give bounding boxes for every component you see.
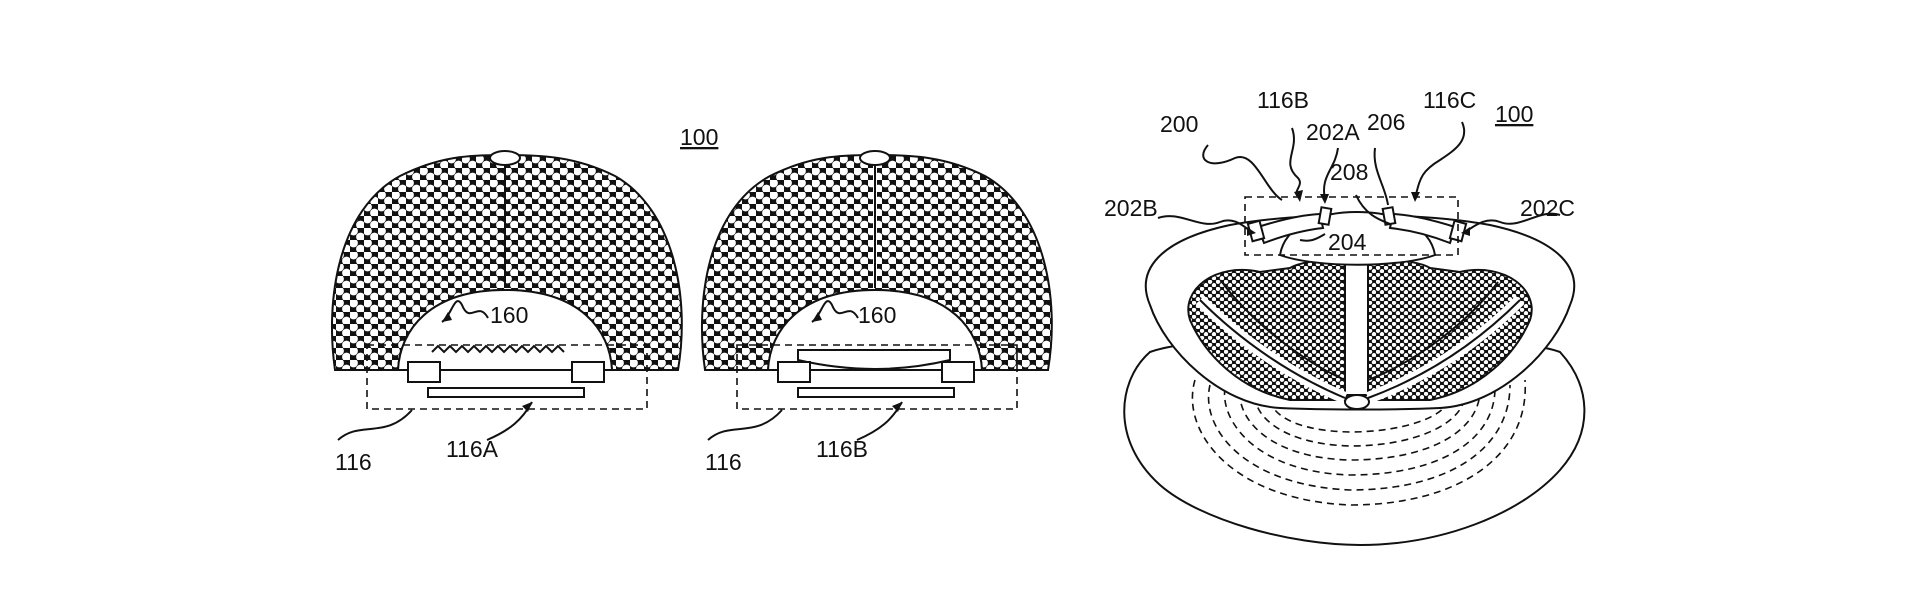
left-strap-end-left: [407, 361, 441, 383]
right-strap-116c: [1388, 212, 1457, 245]
middle-cap-button: [859, 150, 891, 166]
left-leader-116: [337, 409, 413, 441]
left-strap-band: [427, 387, 585, 398]
left-zigzag-closure: [431, 344, 565, 354]
right-ref-numeral: 100: [1495, 101, 1533, 127]
right-leader-200: [1202, 144, 1283, 201]
left-ref-numeral: 100: [680, 124, 718, 150]
left-arrow-160: [442, 312, 452, 322]
left-adjuster-label: 116A: [446, 436, 499, 462]
left-cap-button: [489, 150, 521, 166]
middle-strap-end-right: [941, 361, 975, 383]
left-arrow-116a: [522, 402, 532, 412]
right-cap-button: [1344, 394, 1370, 410]
right-strap-116b: [1256, 212, 1325, 245]
right-leader-202b: [1157, 215, 1253, 233]
label-204: 204: [1328, 229, 1367, 255]
right-arrow-202c: [1461, 227, 1470, 236]
right-leader-202c: [1464, 212, 1561, 233]
right-cap-view: 100 200 116B 202A 206 116C 208 202B 204 …: [1104, 87, 1586, 547]
label-202b: 202B: [1104, 195, 1158, 221]
right-leader-116b: [1289, 127, 1301, 199]
right-leader-204: [1299, 233, 1326, 242]
label-200: 200: [1160, 111, 1198, 137]
right-brim-stitching: [1191, 379, 1526, 506]
right-arrow-202b: [1247, 227, 1256, 236]
right-dashed-region: [1244, 196, 1459, 256]
right-clip-202a: [1317, 206, 1333, 226]
left-cap-view: 100 116 116A 160: [330, 124, 718, 475]
middle-arrow-160: [812, 312, 822, 322]
right-arrow-202a: [1320, 194, 1329, 204]
middle-strap-end-left: [777, 361, 811, 383]
left-leader-160: [441, 300, 489, 323]
right-leader-208: [1355, 194, 1391, 225]
middle-cap-view: 116 116B 160: [700, 150, 1053, 475]
label-208: 208: [1330, 159, 1368, 185]
label-202c: 202C: [1520, 195, 1575, 221]
middle-strap-band: [797, 387, 955, 398]
label-206: 206: [1367, 109, 1405, 135]
middle-dashed-region: [736, 344, 1018, 410]
middle-opening-label: 160: [858, 302, 896, 328]
label-202a: 202A: [1306, 119, 1360, 145]
right-interior-ribs: [1195, 261, 1525, 404]
left-strap-end-right: [571, 361, 605, 383]
middle-leader-160: [811, 300, 859, 323]
middle-adjuster-label: 116B: [816, 436, 868, 462]
middle-arrow-116b: [892, 402, 902, 412]
right-leader-116c: [1414, 121, 1466, 199]
right-arrow-116b: [1294, 190, 1303, 202]
left-strap-label: 116: [335, 449, 372, 475]
left-opening-label: 160: [490, 302, 528, 328]
label-116b: 116B: [1257, 87, 1309, 113]
right-leader-206: [1373, 147, 1389, 206]
right-clip-208: [1381, 206, 1397, 226]
left-dashed-region: [366, 344, 648, 410]
middle-strap-label: 116: [705, 449, 742, 475]
middle-leader-116: [707, 409, 783, 441]
right-arrow-116c: [1411, 192, 1420, 202]
label-116c: 116C: [1423, 87, 1476, 113]
